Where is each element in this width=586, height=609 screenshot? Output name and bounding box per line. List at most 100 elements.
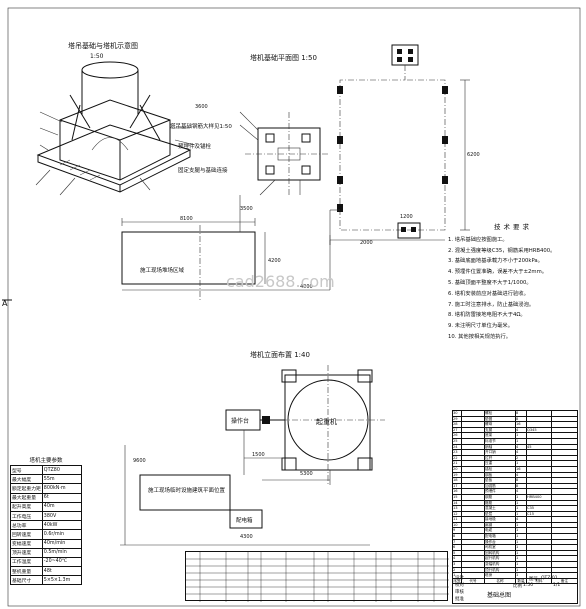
title-drawing-name: 基础总图: [487, 592, 512, 599]
column-grid: [329, 44, 470, 245]
params-title: 塔机主要参数: [29, 458, 63, 464]
title-drawing-no: QTZ-01: [541, 576, 558, 581]
bom-cell: [551, 426, 578, 434]
zone-plan: 施工现场堆场区域: [121, 195, 331, 300]
bom-cell: [551, 432, 578, 439]
params-key: 最大幅度: [10, 474, 43, 485]
base-slab: [36, 124, 192, 186]
dim-10: 1200: [400, 214, 413, 220]
params-key: 工作电压: [10, 510, 43, 522]
mast-bottom-box: [397, 222, 421, 239]
iso-scale: 1:50: [90, 53, 104, 60]
params-key: 工作温度: [10, 556, 43, 568]
notes-item: 4. 预埋件位置准确，误差不大于±2mm。: [448, 269, 548, 276]
bom-cell: [551, 505, 578, 512]
elev-machine-label: 起重机: [316, 417, 337, 426]
notes-item: 1. 塔吊基础应按图施工。: [448, 236, 508, 243]
dim-0: 8100: [180, 216, 193, 222]
params-key: 回转速度: [10, 529, 43, 540]
params-key: 型号: [10, 464, 43, 476]
bom-cell: [551, 410, 578, 417]
bom-cell: [551, 438, 578, 445]
bom-cell: [551, 499, 578, 507]
power-box: [229, 509, 263, 529]
params-value: 0.5m/min: [41, 547, 83, 558]
bom-cell: [551, 477, 578, 484]
plan-title: 塔机基础平面图 1:50: [250, 53, 317, 62]
params-key: 整机重量: [10, 566, 43, 577]
dim-4: 4000: [300, 284, 313, 290]
anchor-plate: [277, 147, 301, 161]
sheet-border: [7, 7, 581, 607]
title-label-2: 审核: [455, 590, 464, 595]
bom-cell: [551, 465, 578, 473]
iso-view: 塔吊基础与塔机示意图 1:50: [35, 41, 232, 196]
dim-6: 3600: [195, 104, 208, 110]
title-label-0: 设计: [455, 576, 464, 581]
dim-11: 9600: [133, 458, 146, 464]
params-value: 40m: [41, 501, 83, 512]
dim-8: 4300: [240, 534, 253, 540]
params-value: QTZ80: [41, 464, 83, 476]
iso-note-rebar: 塔吊基础钢筋大样见1:50: [170, 122, 232, 130]
params-value: 40kW: [41, 520, 83, 531]
dim-3: 6200: [467, 152, 480, 158]
params-key: 起升高度: [10, 501, 43, 512]
column-top: [81, 61, 139, 79]
bom-cell: [551, 482, 578, 490]
dim-7: 1500: [252, 452, 265, 458]
notes-item: 10. 其他按相关规范执行。: [448, 333, 512, 340]
notes-item: 9. 未注明尺寸单位为毫米。: [448, 323, 514, 330]
params-key: 变幅速度: [10, 538, 43, 549]
title-sheet: 1/1: [553, 583, 561, 588]
elev-base-label: 配电箱: [236, 516, 253, 524]
params-value: 380V: [41, 510, 83, 522]
params-value: -20~40℃: [41, 556, 83, 568]
mast-top-box: [391, 44, 419, 66]
iso-title: 塔吊基础与塔机示意图: [68, 41, 138, 50]
base-box: [59, 99, 171, 181]
notes-title: 技术要求: [494, 223, 532, 231]
title-label-3: 批准: [455, 597, 464, 602]
bom-cell: [551, 415, 578, 423]
machine-frame: [284, 374, 371, 471]
dimension-labels: 8100 4200 3500 6200 4000 2000 3600 1500 …: [133, 104, 480, 540]
title-label-1: 校对: [455, 583, 464, 588]
title-scale: 1:50: [523, 583, 534, 588]
params-key: 总功率: [10, 520, 43, 531]
title-label-4: 比例: [513, 584, 522, 589]
params-key: 最大起重量: [10, 492, 43, 503]
bom-cell: [551, 460, 578, 467]
params-key: 顶升速度: [10, 547, 43, 558]
params-key: 基础尺寸: [10, 575, 43, 586]
site-building: [139, 474, 231, 511]
watermark: cad2688.com: [226, 272, 335, 291]
